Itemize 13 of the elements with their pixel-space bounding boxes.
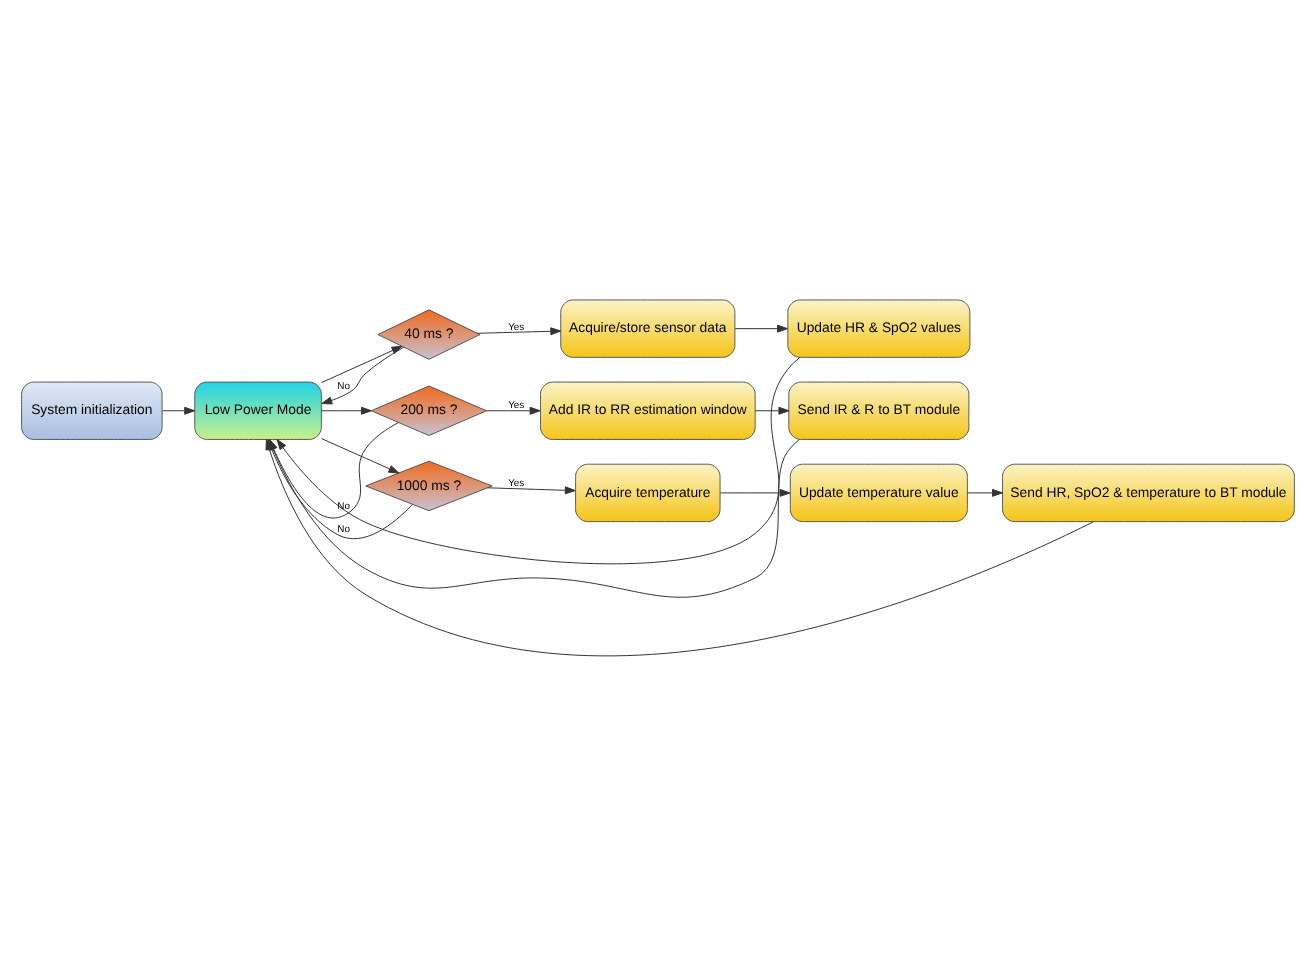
arrow [276, 356, 801, 564]
arrow [487, 485, 576, 494]
arrow [754, 405, 790, 414]
arrow [734, 323, 788, 332]
arrow [320, 405, 372, 414]
arrow [719, 487, 791, 496]
arrow [321, 345, 405, 404]
arrow [162, 405, 196, 414]
arrow [476, 326, 562, 335]
arrow [320, 437, 400, 473]
arrow [320, 344, 403, 383]
arrow [486, 405, 541, 414]
arrow [966, 487, 1003, 496]
